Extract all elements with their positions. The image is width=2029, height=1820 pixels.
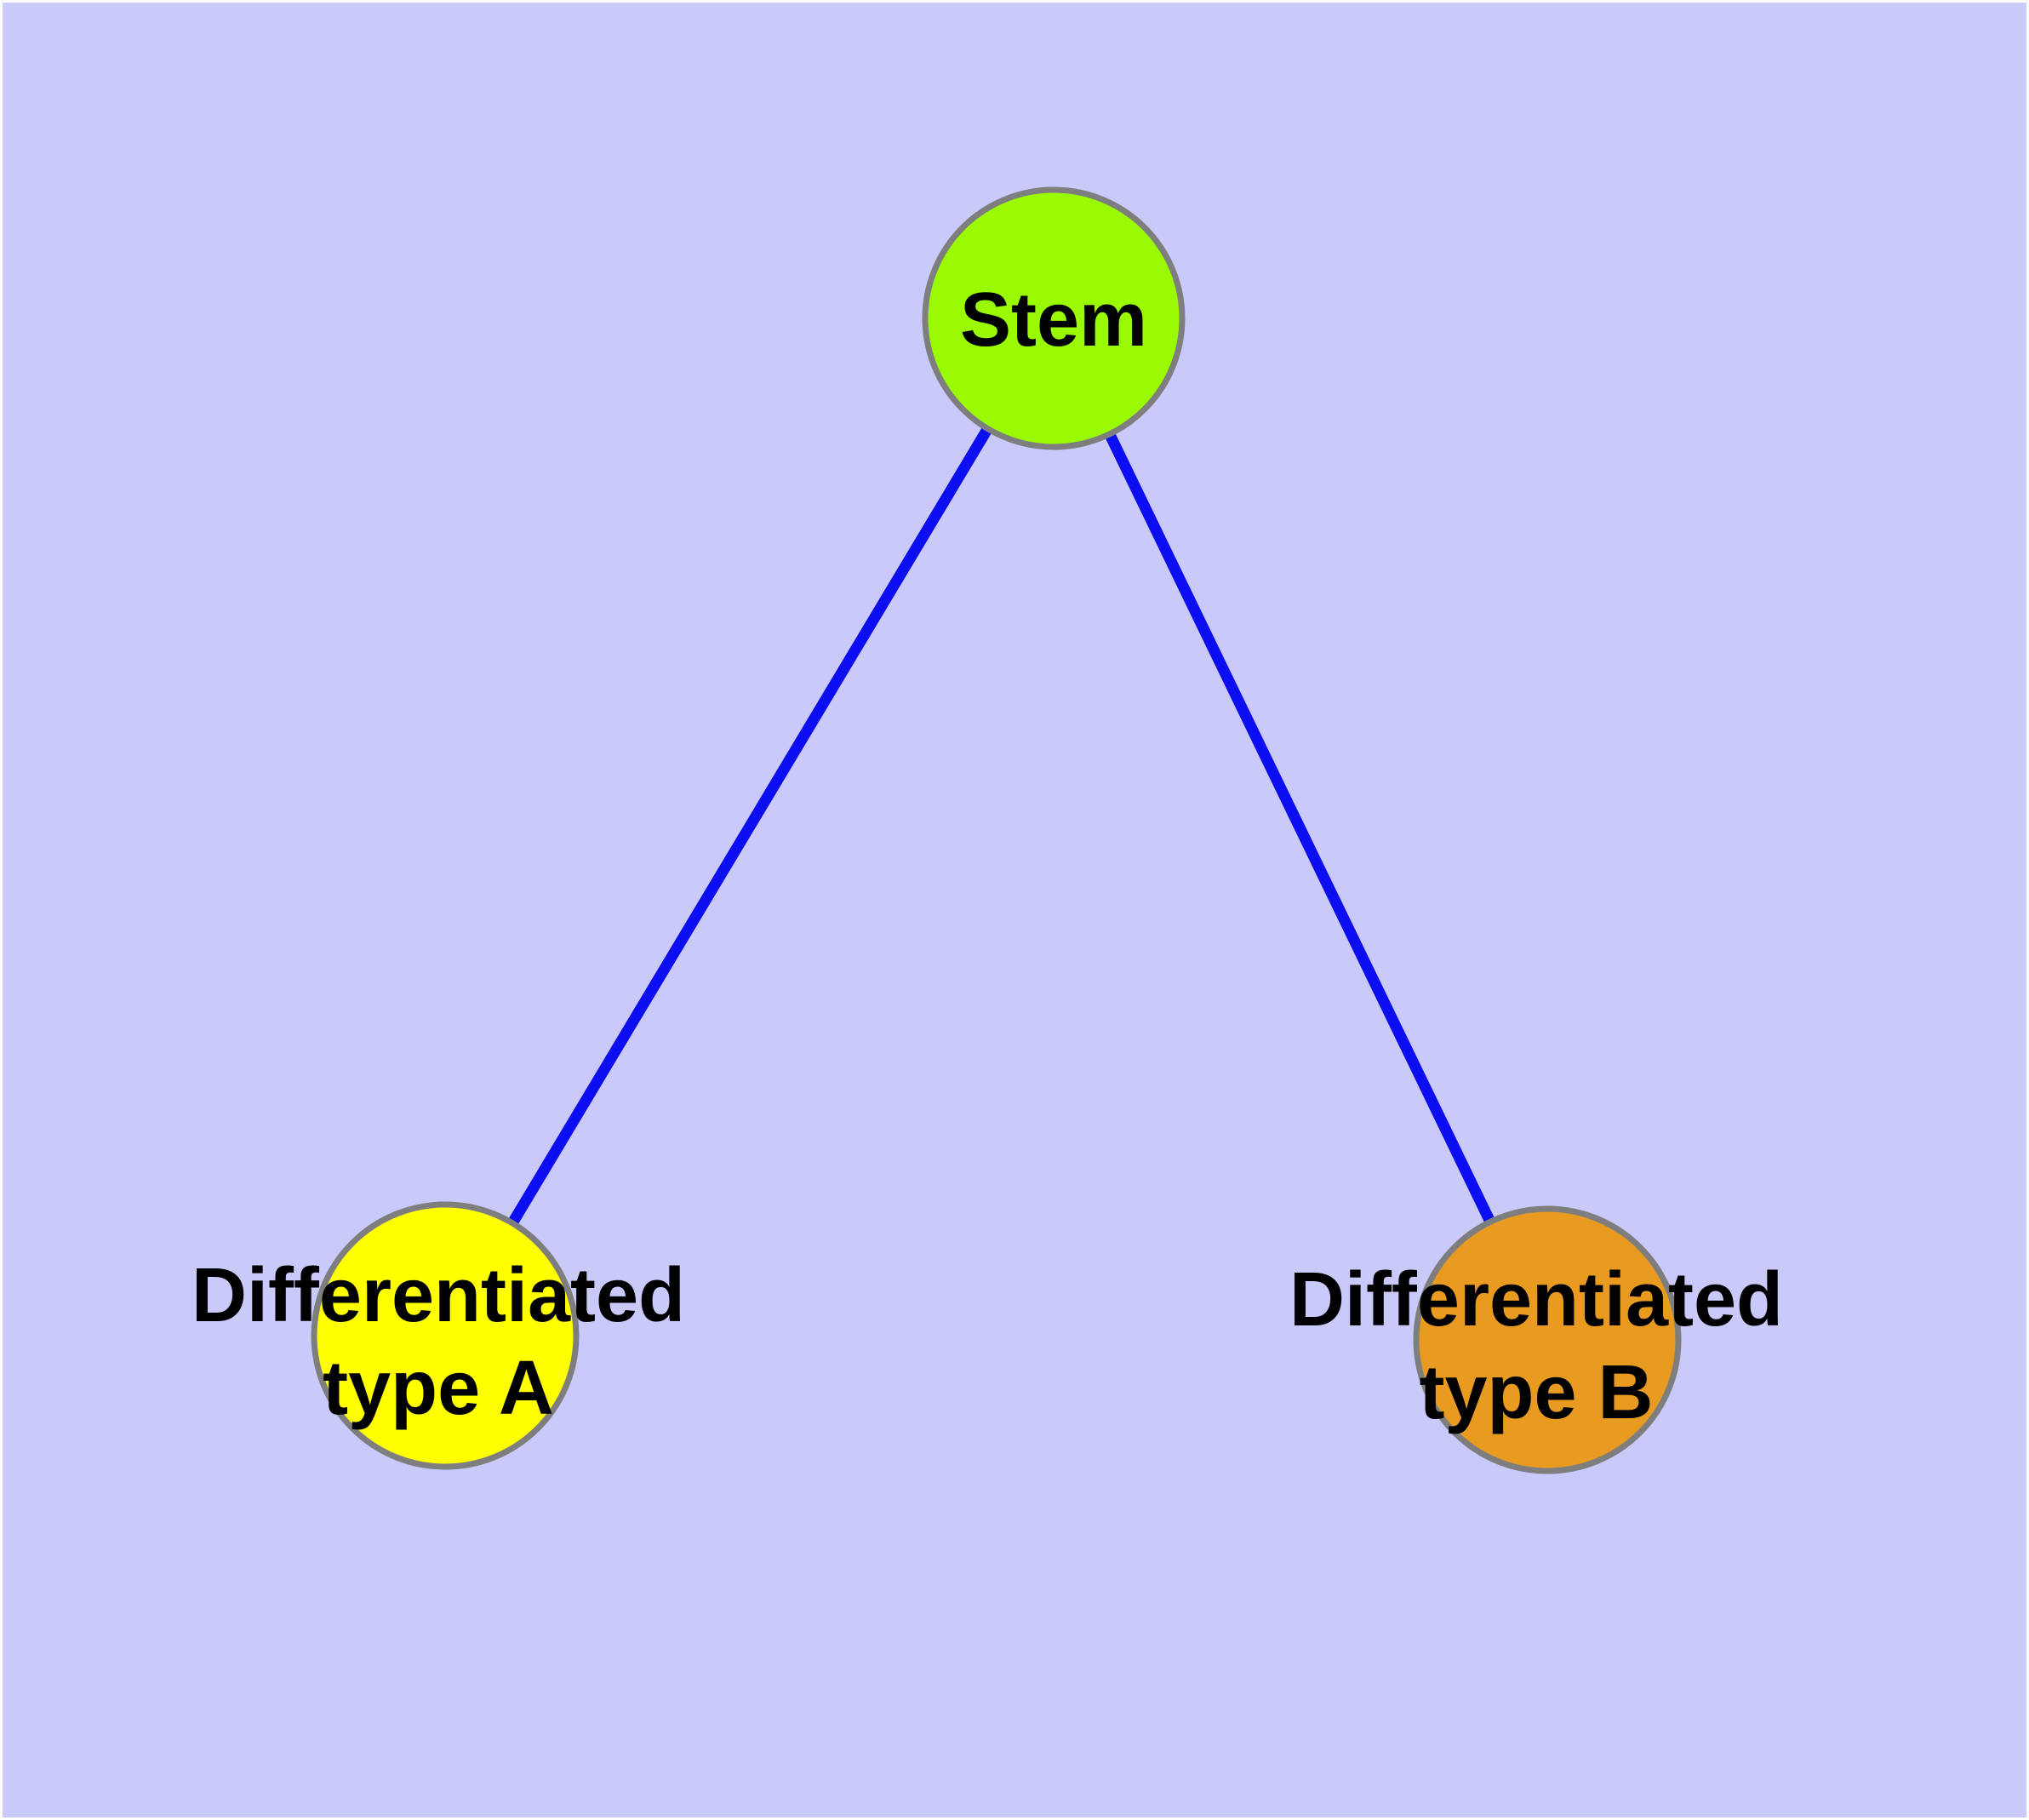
node-differentiated-type-b-circle bbox=[1413, 1205, 1682, 1474]
node-differentiated-type-a-label-line1: Differentiated bbox=[191, 1253, 685, 1338]
edge-stem-to-type-a bbox=[440, 315, 1059, 1339]
node-stem-circle bbox=[922, 186, 1186, 450]
node-stem-label: Stem bbox=[960, 278, 1147, 363]
node-differentiated-type-a-circle bbox=[311, 1201, 580, 1470]
edge-stem-to-type-b bbox=[1049, 316, 1552, 1342]
node-differentiated-type-b-label-line2: type B bbox=[1419, 1350, 1653, 1435]
node-differentiated-type-a-label-line2: type A bbox=[323, 1346, 554, 1431]
node-differentiated-type-b-label-line1: Differentiated bbox=[1289, 1257, 1783, 1342]
